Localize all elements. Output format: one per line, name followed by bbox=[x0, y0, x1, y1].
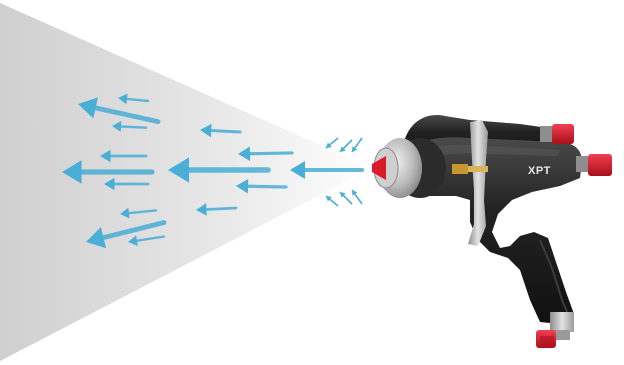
arrow-left-icon bbox=[62, 160, 155, 184]
arrow-down-left-icon bbox=[325, 137, 339, 149]
fluid-needle bbox=[468, 166, 488, 172]
gun-body-highlight bbox=[420, 144, 560, 160]
arrow-left-icon bbox=[120, 207, 158, 219]
intake-arrows bbox=[325, 137, 363, 207]
outflow-arrows bbox=[62, 93, 364, 249]
arrow-left-icon bbox=[168, 157, 271, 183]
arrow-left-icon bbox=[104, 177, 150, 191]
red-cap-top bbox=[552, 124, 574, 144]
nozzle-tip bbox=[372, 156, 386, 180]
adjuster-knob-side bbox=[576, 156, 588, 172]
brand-logo: XPT bbox=[528, 165, 551, 177]
arrow-left-icon bbox=[112, 121, 148, 132]
arrow-left-icon bbox=[196, 203, 238, 216]
arrow-left-icon bbox=[118, 93, 150, 105]
arrow-left-icon bbox=[78, 97, 161, 124]
arrow-down-left-icon bbox=[325, 195, 339, 207]
arrow-left-icon bbox=[100, 149, 148, 163]
gun-body bbox=[402, 137, 582, 324]
arrow-left-icon bbox=[86, 220, 167, 249]
arrow-down-left-icon bbox=[339, 191, 353, 205]
arrow-left-icon bbox=[128, 235, 166, 247]
arrow-left-icon bbox=[200, 123, 242, 138]
trigger bbox=[468, 120, 488, 246]
arrow-left-icon bbox=[290, 161, 364, 179]
red-cap-side bbox=[588, 154, 612, 176]
gun-handle-grip bbox=[539, 239, 569, 315]
arrow-down-left-icon bbox=[351, 137, 363, 153]
arrow-down-left-icon bbox=[339, 139, 353, 153]
red-cap-bottom bbox=[540, 336, 554, 346]
adjuster-knob-top bbox=[540, 126, 552, 142]
arrow-down-left-icon bbox=[351, 189, 363, 205]
air-inlet bbox=[550, 312, 574, 332]
brass-fitting bbox=[452, 164, 468, 174]
arrow-left-icon bbox=[238, 146, 294, 161]
air-inlet-fitting bbox=[554, 330, 570, 340]
arrow-left-icon bbox=[236, 179, 288, 194]
spray-cone bbox=[0, 3, 372, 361]
spray-gun: XPT bbox=[372, 115, 612, 348]
